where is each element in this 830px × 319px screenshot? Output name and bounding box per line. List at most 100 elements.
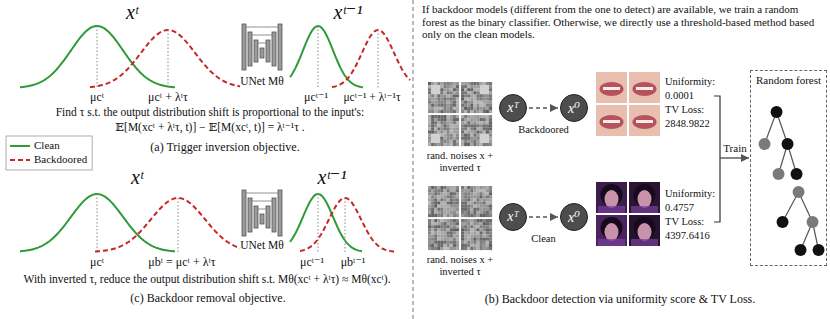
noise-pixel [473, 85, 476, 88]
noise-pixel [444, 231, 447, 234]
noise-pixel [486, 211, 489, 214]
noise-pixel [434, 228, 437, 231]
noise-pixel [467, 127, 470, 130]
noise-pixel [467, 198, 470, 201]
noise-pixel [480, 192, 483, 195]
noise-pixel [428, 98, 431, 101]
unet-layer [242, 24, 246, 70]
noise-pixel [467, 104, 470, 107]
noise-pixel [444, 131, 447, 134]
mean-label: μcᵗ⁻¹ + λᵗ⁻¹τ [343, 91, 400, 104]
noise-pixel [480, 131, 483, 134]
noise-pixel [440, 231, 443, 234]
noise-pixel [477, 231, 480, 234]
noise-pixel [447, 101, 450, 104]
noise-pixel [450, 134, 453, 137]
noise-pixel [447, 241, 450, 244]
noise-pixel [486, 198, 489, 201]
noise-pixel [480, 82, 483, 85]
arrow-label: Train [723, 142, 746, 155]
model-label: UNet Mθ [240, 75, 284, 88]
noise-pixel [489, 244, 492, 247]
noise-pixel [437, 94, 440, 97]
noise-pixel [473, 118, 476, 121]
noise-pixel [467, 205, 470, 208]
noise-pixel [483, 189, 486, 192]
noise-pixel [453, 110, 456, 113]
noise-pixel [486, 247, 489, 250]
noise-pixel [453, 137, 456, 140]
unet-layer [260, 48, 264, 58]
noise-pixel [464, 238, 467, 241]
noise-pixel [486, 228, 489, 231]
noise-pixel [470, 219, 473, 222]
tree-node [759, 138, 771, 150]
noise-pixel [453, 198, 456, 201]
variable-label: xᵗ [126, 1, 138, 24]
noise-pixel [461, 244, 464, 247]
noise-pixel [470, 225, 473, 228]
noise-pixel [456, 208, 459, 211]
noise-pixel [456, 202, 459, 205]
noise-pixel [456, 110, 459, 113]
noise-pixel [450, 205, 453, 208]
noise-pixel [428, 104, 431, 107]
teeth-shape [636, 87, 653, 90]
noise-pixel [447, 121, 450, 124]
noise-pixel [461, 140, 464, 143]
noise-pixel [428, 241, 431, 244]
unet-layer [254, 40, 258, 62]
noise-pixel [434, 231, 437, 234]
noise-pixel [480, 101, 483, 104]
noise-pixel [477, 124, 480, 127]
noise-pixel [483, 225, 486, 228]
noise-pixel [431, 131, 434, 134]
noise-pixel [480, 98, 483, 101]
noise-pixel [431, 94, 434, 97]
noise-pixel [489, 214, 492, 217]
mean-line [97, 194, 98, 253]
noise-pixel [437, 219, 440, 222]
noise-pixel [483, 192, 486, 195]
mean-line [378, 30, 379, 89]
noise-pixel [440, 94, 443, 97]
noise-pixel [461, 124, 464, 127]
noise-pixel [473, 110, 476, 113]
noise-pixel [486, 231, 489, 234]
noise-pixel [470, 124, 473, 127]
noise-pixel [464, 91, 467, 94]
variable-label: xᵗ⁻¹ [334, 1, 363, 24]
noise-pixel [473, 91, 476, 94]
noise-pixel [444, 134, 447, 137]
noise-pixel [477, 98, 480, 101]
noise-pixel [467, 82, 470, 85]
noise-pixel [464, 118, 467, 121]
unet-layer [248, 32, 252, 66]
noise-pixel [453, 235, 456, 238]
noise-pixel [447, 134, 450, 137]
noise-pixel [483, 202, 486, 205]
noise-pixel [440, 198, 443, 201]
backdoored-curve [90, 30, 240, 87]
noise-pixel [440, 124, 443, 127]
noise-pixel [470, 238, 473, 241]
noise-pixel [477, 247, 480, 250]
noise-pixel [464, 231, 467, 234]
noise-image-grid [428, 82, 492, 146]
noise-pixel [428, 205, 431, 208]
noise-pixel [447, 189, 450, 192]
noise-pixel [467, 222, 470, 225]
tree-node [773, 168, 785, 180]
noise-pixel [486, 244, 489, 247]
noise-pixel [486, 121, 489, 124]
noise-pixel [431, 189, 434, 192]
trigger-patch [480, 134, 489, 143]
noise-pixel [444, 85, 447, 88]
noise-pixel [489, 208, 492, 211]
noise-pixel [480, 189, 483, 192]
noise-pixel [480, 94, 483, 97]
noise-pixel [434, 222, 437, 225]
noise-pixel [453, 98, 456, 101]
noise-pixel [473, 94, 476, 97]
noise-pixel [444, 107, 447, 110]
